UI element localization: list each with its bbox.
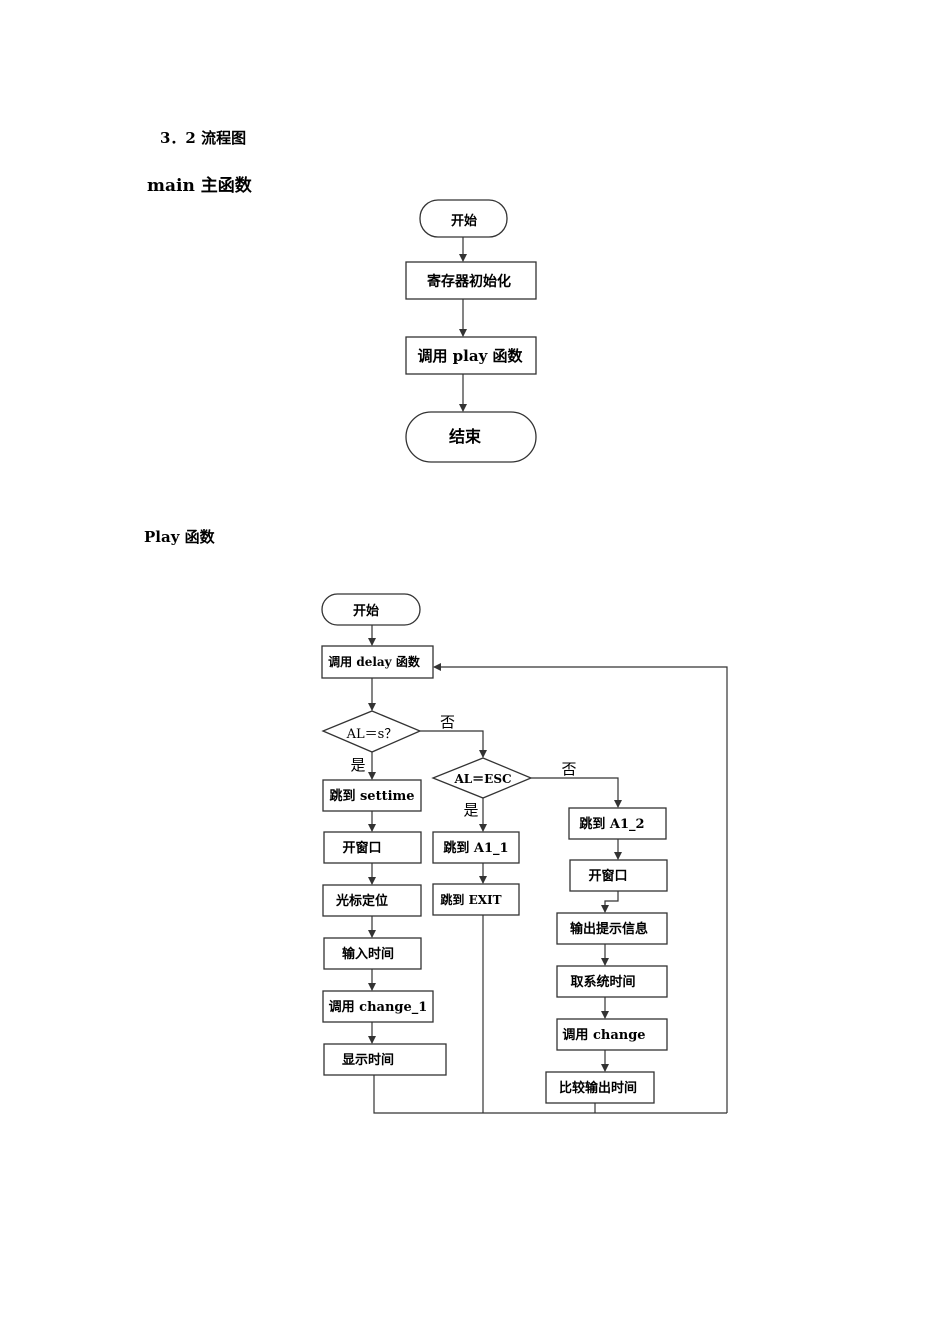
no-arrow-1	[420, 730, 487, 758]
mid-step-label: 跳到 EXIT	[440, 892, 501, 907]
output-hint-node	[556, 912, 668, 945]
decision-al-esc-label: AL＝ESC	[453, 772, 511, 786]
loop-bottom-line	[373, 1075, 727, 1114]
right-step-label: 开窗口	[588, 868, 627, 884]
no-label-1: 否	[440, 713, 455, 731]
loop-return-arrow	[433, 663, 728, 1113]
jump-a1-2-node	[568, 807, 667, 840]
main-end-node	[405, 411, 537, 463]
main-flowchart: 开始 寄存器初始化 调用 play 函数 结束	[405, 199, 537, 463]
init-registers-label: 寄存器初始化	[427, 273, 511, 290]
call-delay-node	[321, 645, 434, 679]
decision-al-s-label: AL＝s？	[346, 727, 398, 742]
call-change1-node	[322, 990, 434, 1023]
cursor-position-node	[322, 884, 422, 917]
compare-output-node	[545, 1071, 655, 1104]
right-step-label: 比较输出时间	[559, 1080, 637, 1096]
open-window-node	[323, 831, 422, 864]
jump-exit-node	[432, 883, 520, 916]
jump-a1-1-node	[432, 831, 520, 864]
call-play-node	[405, 336, 537, 375]
left-step-label: 调用 change_1	[329, 1000, 428, 1015]
play-flowchart: 开始 调用 delay 函数 AL＝s？ 否 是 AL＝ESC 否 是 跳到 s…	[321, 593, 728, 1114]
no-arrow-2	[531, 777, 622, 808]
right-step-label: 调用 change	[562, 1028, 645, 1043]
yes-label-2: 是	[463, 801, 478, 819]
show-time-node	[323, 1043, 447, 1076]
no-label-2: 否	[561, 760, 576, 778]
play-start-node	[321, 593, 421, 626]
left-step-label: 显示时间	[342, 1052, 394, 1068]
play-arrow	[601, 891, 619, 913]
section-heading: 3．2 流程图	[160, 129, 247, 147]
input-time-node	[323, 937, 422, 970]
left-step-label: 光标定位	[335, 893, 388, 909]
right-step-label: 输出提示信息	[570, 921, 648, 937]
call-play-label: 调用 play 函数	[417, 347, 523, 365]
init-registers-node	[405, 261, 537, 300]
right-step-label: 取系统时间	[570, 974, 635, 990]
left-step-label: 开窗口	[342, 840, 381, 856]
get-system-time-node	[556, 965, 668, 998]
yes-label-1: 是	[350, 756, 365, 774]
left-step-label: 输入时间	[342, 946, 394, 962]
play-start-label: 开始	[353, 603, 379, 619]
open-window-node-2	[569, 859, 668, 892]
right-step-label: 跳到 A1_2	[579, 816, 644, 832]
main-function-heading: main 主函数	[147, 176, 252, 196]
settime-node	[322, 779, 422, 812]
main-end-label: 结束	[448, 427, 482, 446]
call-change-node	[556, 1018, 668, 1051]
call-delay-label: 调用 delay 函数	[328, 654, 421, 669]
main-start-label: 开始	[451, 213, 477, 229]
play-function-heading: Play 函数	[144, 528, 215, 546]
left-step-label: 跳到 settime	[329, 788, 414, 804]
mid-step-label: 跳到 A1_1	[443, 840, 508, 856]
